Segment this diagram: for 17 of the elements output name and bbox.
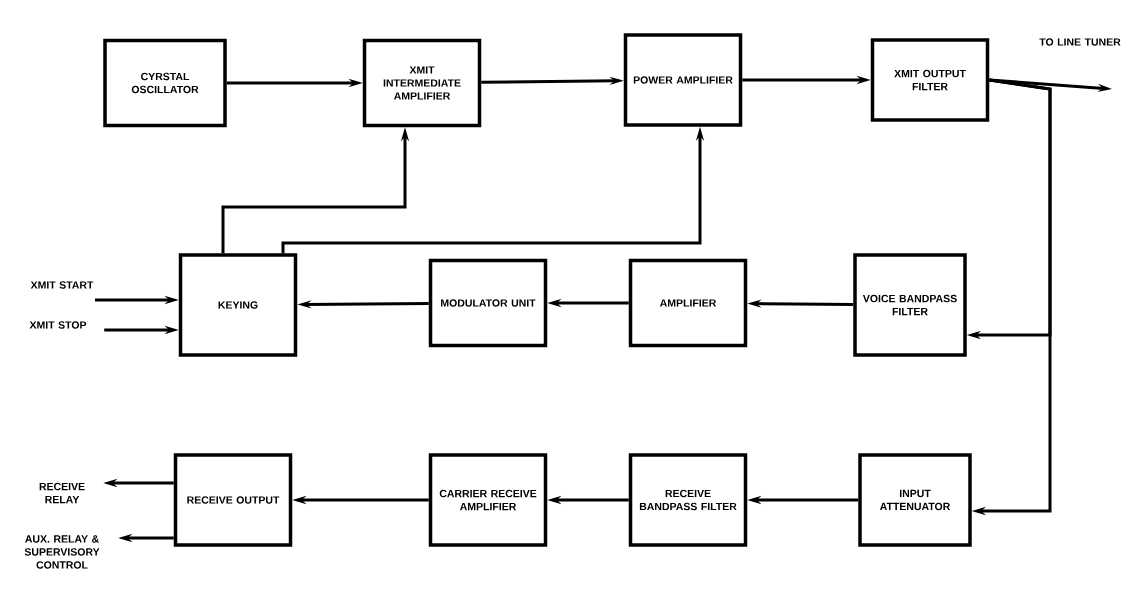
- block-box: RECEIVE OUTPUT: [173, 453, 293, 547]
- block-box: MODULATOR UNIT: [428, 258, 548, 348]
- block-box: VOICE BANDPASS FILTER: [853, 253, 967, 357]
- signal-label: XMIT START: [30, 281, 94, 289]
- signal-label: RECEIVE RELAY: [39, 482, 85, 504]
- signal-label: XMIT STOP: [29, 321, 87, 329]
- block-box: RECEIVE BANDPASS FILTER: [628, 453, 748, 547]
- block-box: AMPLIFIER: [628, 258, 748, 348]
- block-box: KEYING: [178, 253, 298, 357]
- block-box: INPUT ATTENUATOR: [858, 453, 972, 547]
- block-box: XMIT INTERMEDIATE AMPLIFIER: [362, 38, 482, 128]
- block-box: CYRSTAL OSCILLATOR: [103, 38, 227, 128]
- block-box: XMIT OUTPUT FILTER: [870, 38, 990, 122]
- signal-label: AUX. RELAY & SUPERVISORY CONTROL: [24, 535, 100, 569]
- block-box: POWER AMPLIFIER: [623, 33, 743, 127]
- block-box: CARRIER RECEIVE AMPLIFIER: [428, 453, 548, 547]
- signal-label: TO LINE TUNER: [1039, 38, 1121, 46]
